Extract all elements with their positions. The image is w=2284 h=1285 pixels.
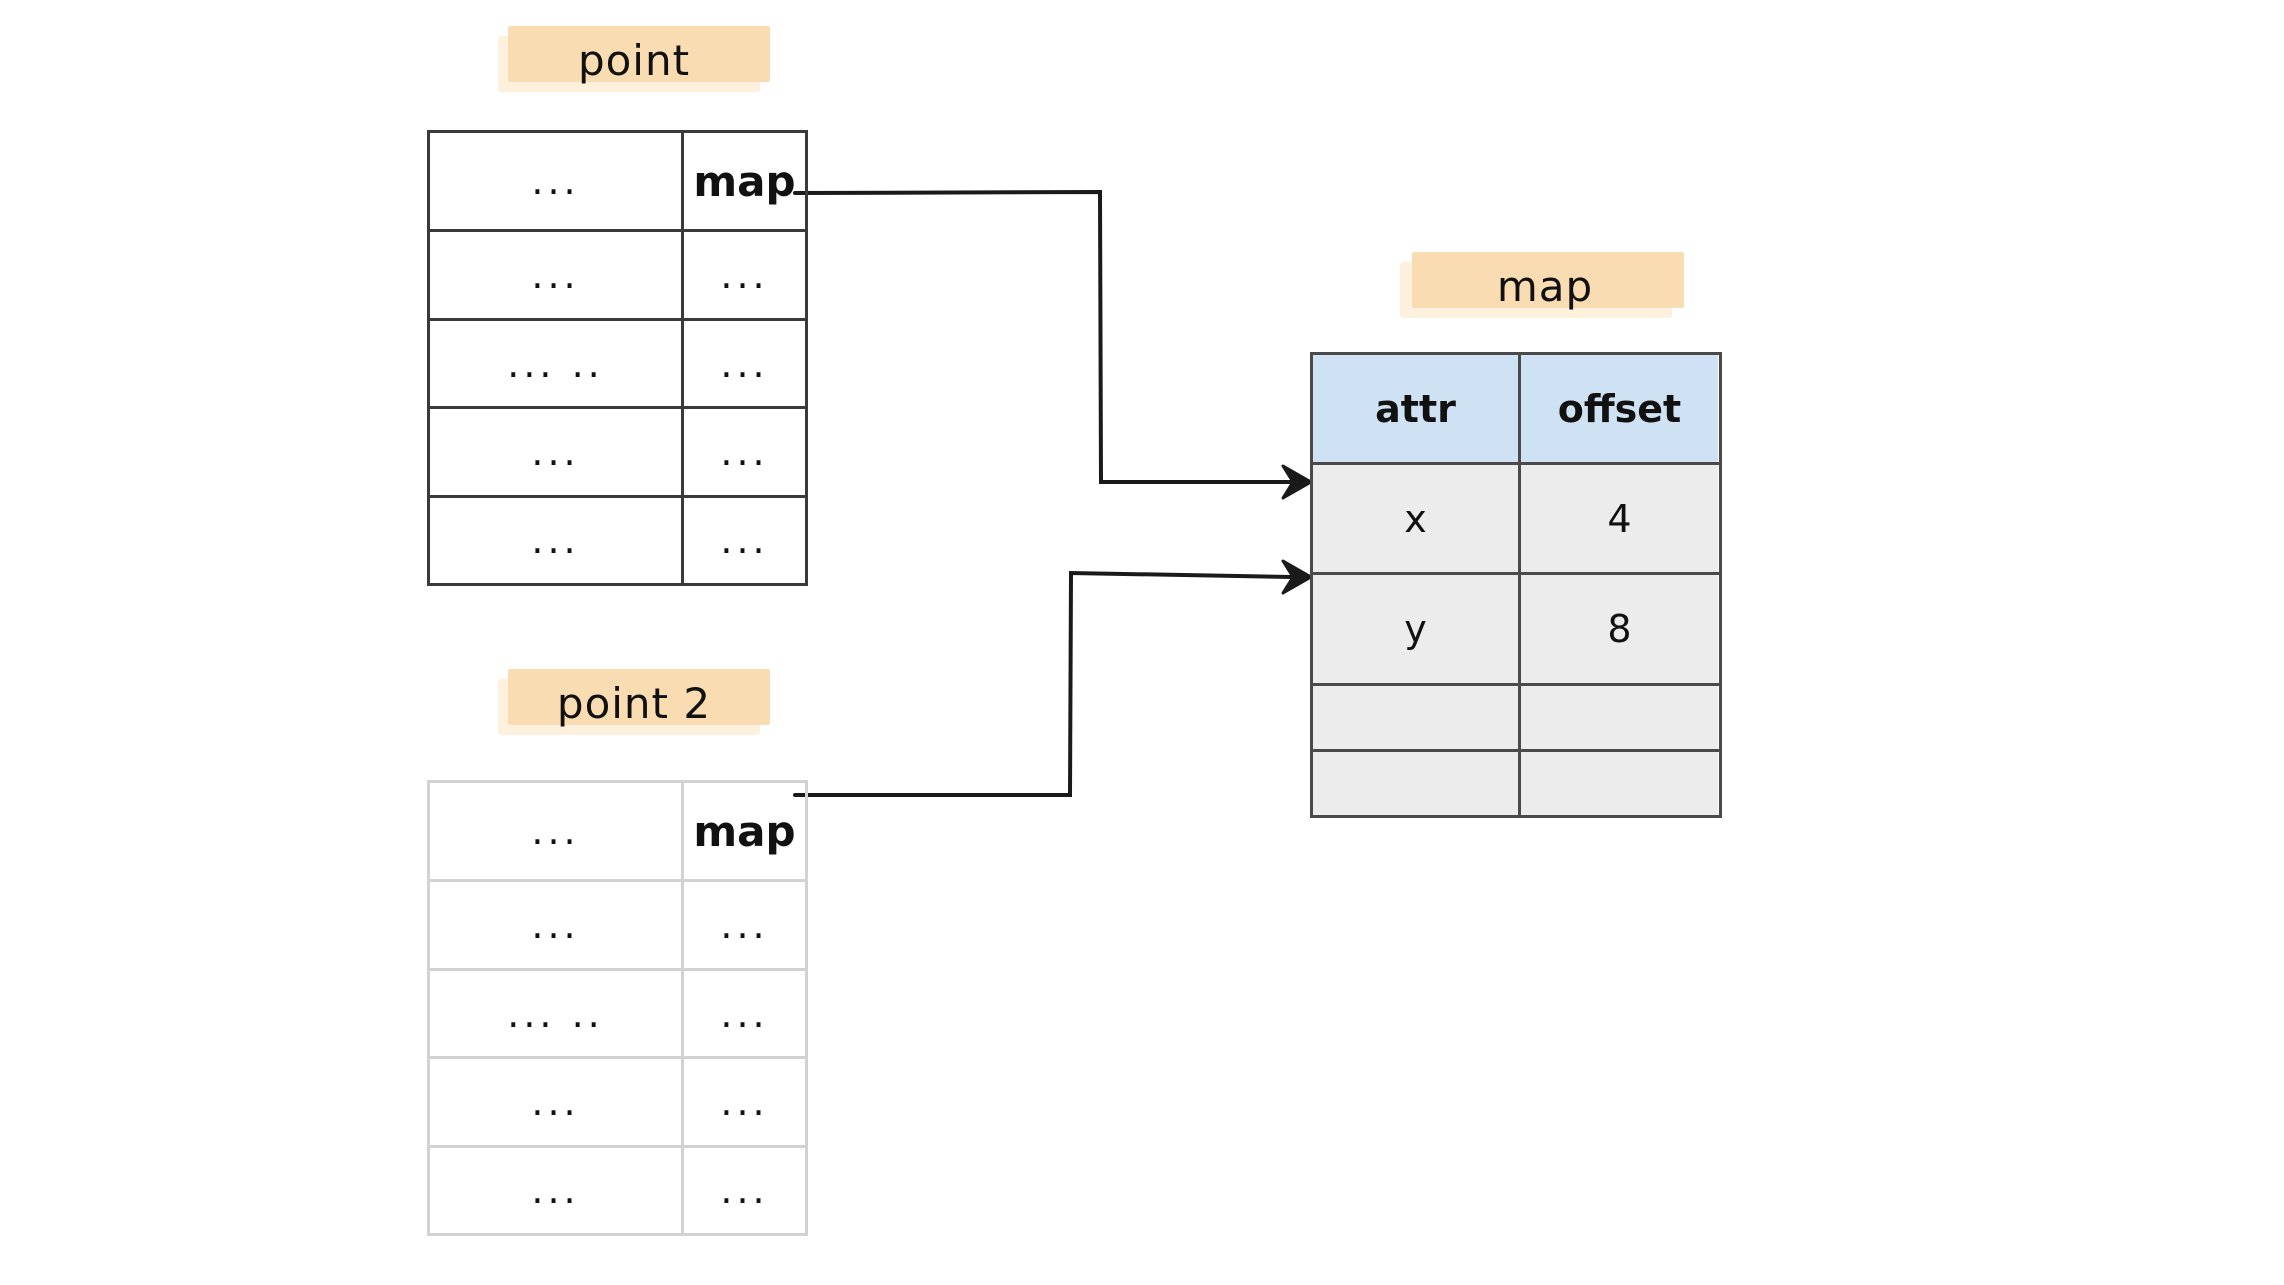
point-cell-right-3: ... [681, 409, 805, 495]
point-label-highlight [508, 26, 770, 82]
table-row: ... ... [430, 494, 805, 584]
cell-text: ... [531, 1168, 580, 1213]
cell-text: ... [531, 518, 580, 563]
cell-text: x [1404, 496, 1427, 541]
point-cell-left-4: ... [430, 498, 681, 583]
point-table: ... map ... ... ... .. ... ... [427, 130, 808, 586]
point2-cell-right-3: ... [681, 1059, 805, 1145]
cell-text: 8 [1607, 607, 1632, 651]
point-cell-map[interactable]: map [681, 133, 805, 230]
map-label-text: map [1496, 262, 1594, 311]
point-cell-left-3: ... [430, 409, 681, 494]
map-header-attr: attr [1313, 355, 1518, 463]
table-row: x 4 [1313, 462, 1719, 573]
connector-point-to-map-x [793, 189, 1294, 484]
point2-cell-right-1: ... [681, 882, 805, 968]
cell-text: y [1404, 607, 1427, 651]
table-row: y 8 [1313, 572, 1719, 683]
map-cell-attr-0: x [1313, 465, 1518, 573]
point-cell-right-4: ... [681, 497, 805, 584]
cell-text: ... [720, 1079, 769, 1124]
table-row: ... map [430, 133, 805, 230]
cell-text: ... [531, 903, 580, 948]
map-cell-attr-3 [1313, 751, 1518, 816]
point2-label-highlight [508, 669, 770, 725]
connector-point2-to-map-y [793, 570, 1294, 797]
table-row: ... ... [430, 1056, 805, 1145]
cell-text: 4 [1607, 496, 1632, 541]
arrowhead-x-icon [1281, 464, 1313, 500]
cell-text: ... [531, 1079, 580, 1124]
point2-cell-left-0: ... [430, 783, 681, 879]
map-header-row: attr offset [1313, 355, 1719, 463]
cell-text: ... [720, 253, 769, 298]
map-label-highlight [1412, 252, 1684, 308]
point2-cell-right-2: ... [681, 970, 805, 1057]
point2-cell-map[interactable]: map [681, 783, 805, 880]
map-header-offset: offset [1518, 355, 1718, 463]
cell-text: attr [1375, 386, 1456, 431]
point-label: point [498, 22, 770, 104]
cell-text: offset [1557, 386, 1682, 431]
map-cell-offset-2 [1518, 685, 1718, 749]
map-cell-offset-0: 4 [1518, 465, 1718, 573]
point-cell-left-0: ... [430, 133, 681, 229]
point-label-text: point [577, 36, 691, 85]
cell-text: ... [720, 991, 769, 1036]
cell-text: map [693, 156, 796, 206]
map-table: attr offset x 4 y 8 [1310, 352, 1722, 818]
cell-text: ... [720, 1168, 769, 1213]
table-row [1313, 748, 1719, 816]
cell-text: ... [531, 159, 580, 204]
point2-label-text: point 2 [556, 679, 712, 728]
table-row: ... ... [430, 879, 805, 968]
cell-text: ... [720, 429, 769, 474]
point-cell-left-2: ... .. [430, 321, 681, 406]
cell-text: map [693, 806, 796, 856]
map-cell-offset-1: 8 [1518, 575, 1718, 683]
point2-cell-left-3: ... [430, 1059, 681, 1144]
map-cell-offset-3 [1518, 751, 1718, 816]
point2-cell-left-1: ... [430, 882, 681, 967]
cell-text: ... [720, 341, 769, 386]
point2-label: point 2 [498, 665, 770, 747]
cell-text: ... [531, 809, 580, 854]
cell-text: ... .. [507, 341, 604, 386]
cell-text: ... [720, 518, 769, 563]
map-cell-attr-2 [1313, 685, 1518, 749]
table-row: ... ... [430, 229, 805, 318]
table-row: ... .. ... [430, 317, 805, 407]
point2-table: ... map ... ... ... .. ... ... [427, 780, 808, 1236]
cell-text: ... [720, 903, 769, 948]
table-row [1313, 682, 1719, 749]
table-row: ... ... [430, 406, 805, 495]
point2-cell-left-2: ... .. [430, 971, 681, 1056]
table-row: ... map [430, 783, 805, 880]
point-cell-left-1: ... [430, 232, 681, 317]
map-cell-attr-1: y [1313, 575, 1518, 683]
map-label: map [1400, 248, 1690, 330]
point2-cell-right-4: ... [681, 1147, 805, 1234]
point-cell-right-1: ... [681, 232, 805, 318]
table-row: ... ... [430, 1144, 805, 1234]
point-cell-right-2: ... [681, 320, 805, 407]
point2-cell-left-4: ... [430, 1148, 681, 1233]
cell-text: ... [531, 429, 580, 474]
arrowhead-y-icon [1281, 559, 1313, 595]
cell-text: ... [531, 253, 580, 298]
table-row: ... .. ... [430, 967, 805, 1057]
cell-text: ... .. [507, 991, 604, 1036]
